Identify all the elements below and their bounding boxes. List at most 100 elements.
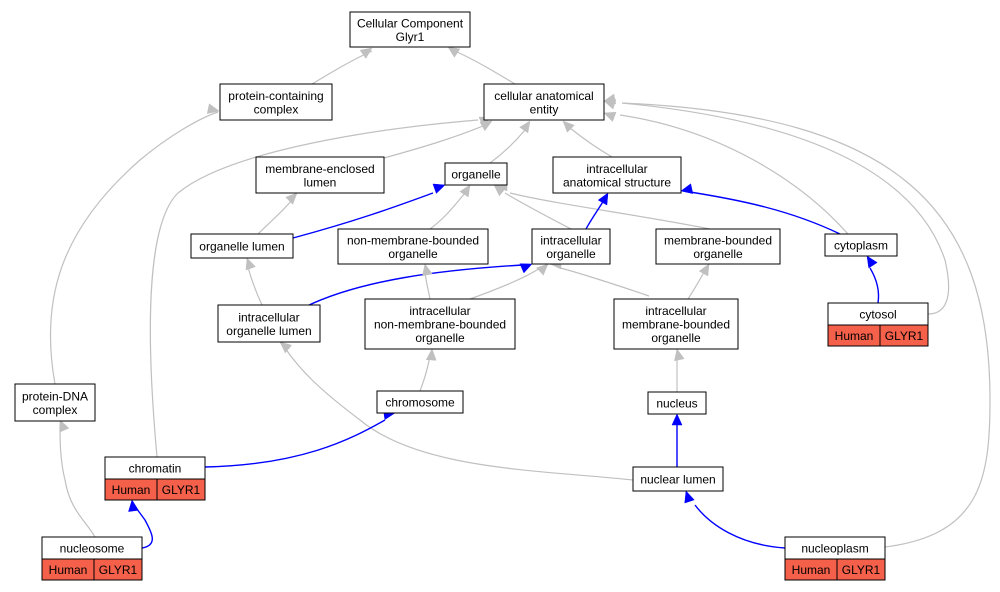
- edge-chromatin-cae: [149, 119, 479, 458]
- node-nuclear-lumen[interactable]: nuclear lumen: [632, 466, 724, 492]
- node-label: non-membrane-bounded: [374, 318, 506, 332]
- edge-nmbo-org-arrowhead: [459, 184, 471, 198]
- edge-nucleosome-pdc: [59, 424, 96, 538]
- edge-nl-iol: [284, 347, 634, 481]
- node-intracellular-non-membrane-bounded-organelle[interactable]: intracellularnon-membrane-boundedorganel…: [364, 298, 516, 350]
- edge-iol-ol-arrowhead: [245, 257, 256, 271]
- node-box: [14, 383, 96, 422]
- edge-cae-root: [454, 50, 516, 85]
- edge-mel-cae: [383, 122, 491, 159]
- edge-ol-mel-arrowhead: [285, 192, 298, 205]
- node-label: nucleoplasm: [801, 542, 868, 556]
- edge-layer: [49, 50, 991, 549]
- node-label: membrane-bounded: [622, 318, 730, 332]
- node-label: protein-DNA: [22, 389, 88, 403]
- node-organelle-lumen[interactable]: organelle lumen: [190, 233, 294, 259]
- node-label: intracellular: [586, 162, 647, 176]
- node-label: cytoplasm: [834, 239, 888, 253]
- node-label: nucleosome: [60, 542, 125, 556]
- node-box: [824, 233, 898, 257]
- node-label: chromatin: [129, 462, 182, 476]
- node-nucleus[interactable]: nucleus: [647, 391, 707, 415]
- edge-nmbo-org: [429, 192, 466, 230]
- node-box: [255, 156, 385, 194]
- edge-cytoplasm-cae-arrowhead: [603, 111, 617, 122]
- node-box: [219, 83, 333, 121]
- node-label: intracellular: [409, 304, 470, 318]
- node-label: organelle: [388, 247, 438, 261]
- node-label: non-membrane-bounded: [347, 233, 479, 247]
- edge-mbo-org: [509, 192, 711, 230]
- node-label: complex: [33, 403, 78, 417]
- edge-io-org: [504, 192, 572, 230]
- edge-nucleoplasm-nl: [694, 504, 786, 549]
- node-cytoplasm[interactable]: cytoplasm: [824, 233, 898, 257]
- edge-nucleus-imbo-arrowhead: [674, 348, 685, 362]
- node-label: membrane-enclosed: [265, 162, 374, 176]
- node-label: lumen: [304, 175, 337, 189]
- edge-nucleosome-pdc-arrowhead: [59, 419, 70, 433]
- edge-pcc-root: [311, 50, 373, 85]
- edge-cytosol-cytoplasm: [869, 267, 880, 304]
- edge-cae-root-arrowhead: [447, 46, 461, 58]
- node-box: [483, 83, 605, 121]
- node-box: [444, 162, 508, 186]
- node-label: organelle: [651, 331, 701, 345]
- edge-cytoplasm-cae: [619, 114, 849, 235]
- node-box: [364, 298, 516, 350]
- node-label: chromosome: [385, 396, 455, 410]
- gene-cell: [879, 324, 929, 347]
- edge-nucleoplasm-nl-arrowhead: [684, 490, 695, 504]
- node-label: intracellular: [540, 233, 601, 247]
- gene-label: GLYR1: [162, 483, 201, 497]
- edge-cytosol-cytoplasm-arrowhead: [866, 255, 878, 269]
- species-label: Human: [835, 329, 874, 343]
- node-box: [655, 228, 781, 265]
- edge-inmbo-io: [469, 267, 541, 300]
- node-box: [217, 304, 321, 343]
- node-label: membrane-bounded: [664, 233, 772, 247]
- node-label: complex: [254, 102, 299, 116]
- node-label: Glyr1: [396, 30, 425, 44]
- edge-ias-cae: [569, 127, 613, 158]
- node-label: intracellular: [238, 310, 299, 324]
- gene-cell: [93, 558, 143, 581]
- gene-cell: [156, 478, 206, 501]
- node-organelle[interactable]: organelle: [444, 162, 508, 186]
- edge-inmbo-nmbo-arrowhead: [422, 263, 433, 277]
- node-label: intracellular: [645, 304, 706, 318]
- edge-io-ias: [585, 199, 605, 230]
- node-label: protein-containing: [228, 89, 323, 103]
- node-chromosome[interactable]: chromosome: [376, 390, 464, 414]
- node-label: organelle lumen: [226, 324, 311, 338]
- edge-ol-org: [292, 192, 434, 239]
- edge-imbo-mbo: [687, 269, 706, 300]
- node-box: [613, 298, 739, 350]
- edge-org-cae-arrowhead: [519, 120, 531, 134]
- edge-ol-mel: [257, 199, 293, 235]
- node-label: cellular anatomical: [494, 89, 593, 103]
- edge-pdc-pcc: [49, 111, 219, 385]
- node-label: organelle: [546, 247, 596, 261]
- edge-cytoplasm-ias-arrowhead: [680, 183, 694, 194]
- node-box: [349, 11, 471, 48]
